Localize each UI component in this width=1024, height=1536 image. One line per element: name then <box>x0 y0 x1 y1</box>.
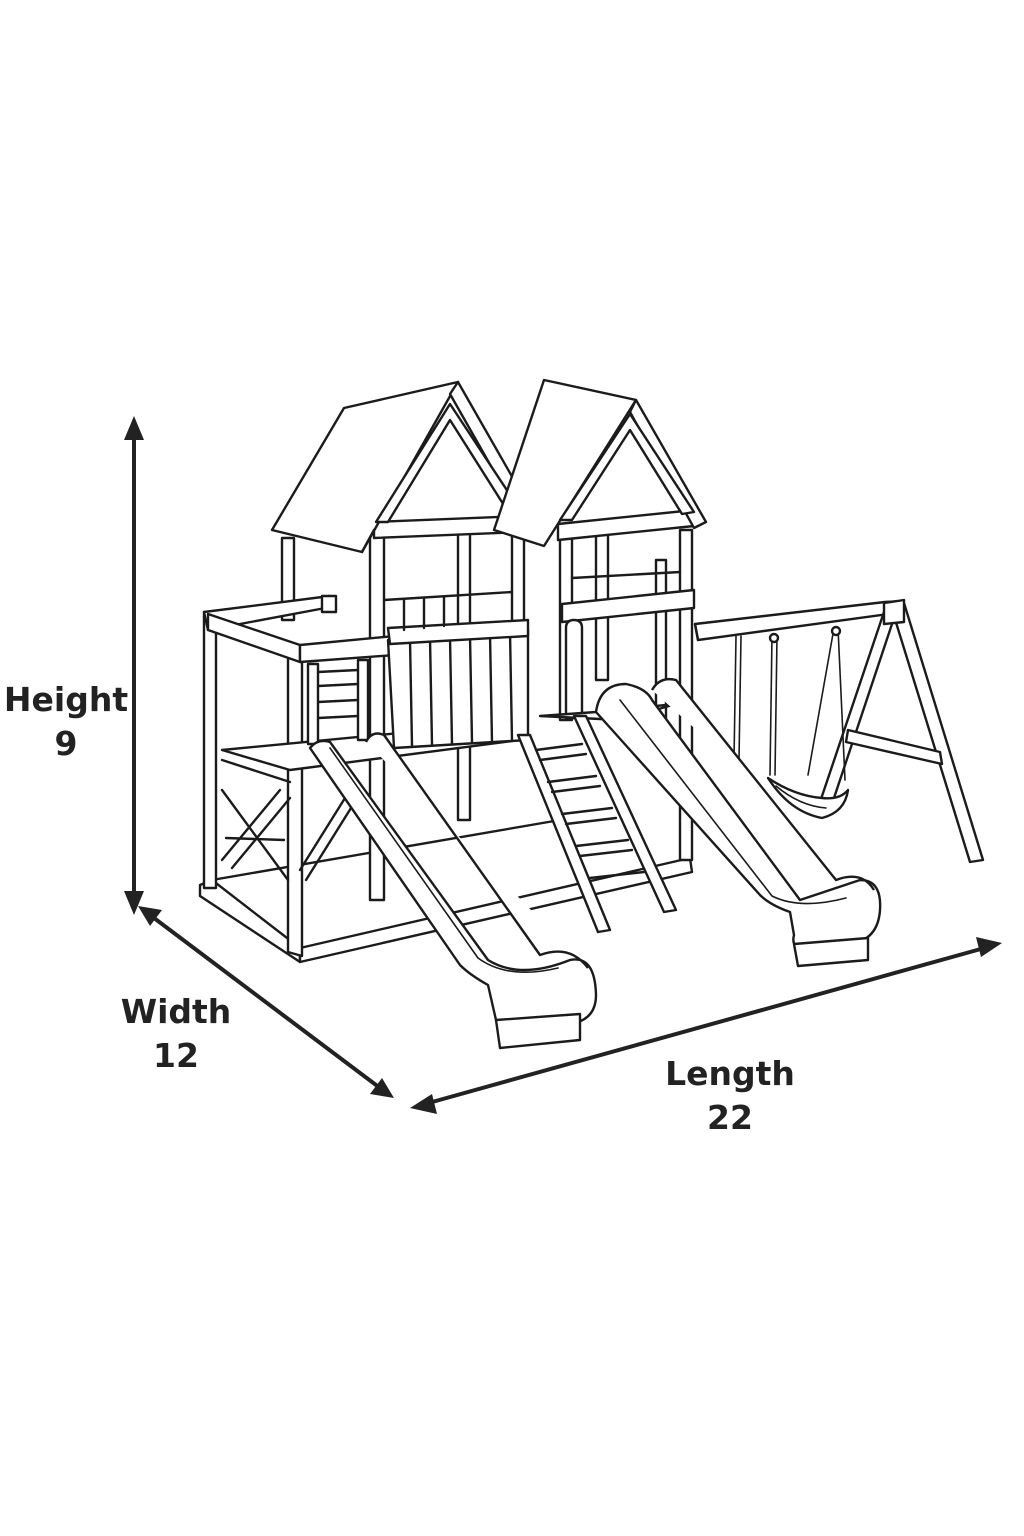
center-ladder <box>516 714 678 934</box>
width-label: Width 12 <box>96 990 256 1078</box>
height-label: Height 9 <box>0 678 132 766</box>
width-arrow <box>138 906 394 1098</box>
length-label: Length 22 <box>640 1052 820 1140</box>
length-arrow <box>410 937 1002 1114</box>
left-slide <box>308 732 598 1050</box>
width-label-text: Width <box>120 992 232 1031</box>
height-label-text: Height <box>3 680 129 719</box>
height-value: 9 <box>54 724 78 763</box>
swing-set <box>693 598 985 864</box>
length-label-text: Length <box>665 1054 795 1093</box>
width-value: 12 <box>153 1036 199 1075</box>
right-slide <box>594 677 882 968</box>
height-arrow <box>124 416 144 915</box>
length-value: 22 <box>707 1098 753 1137</box>
